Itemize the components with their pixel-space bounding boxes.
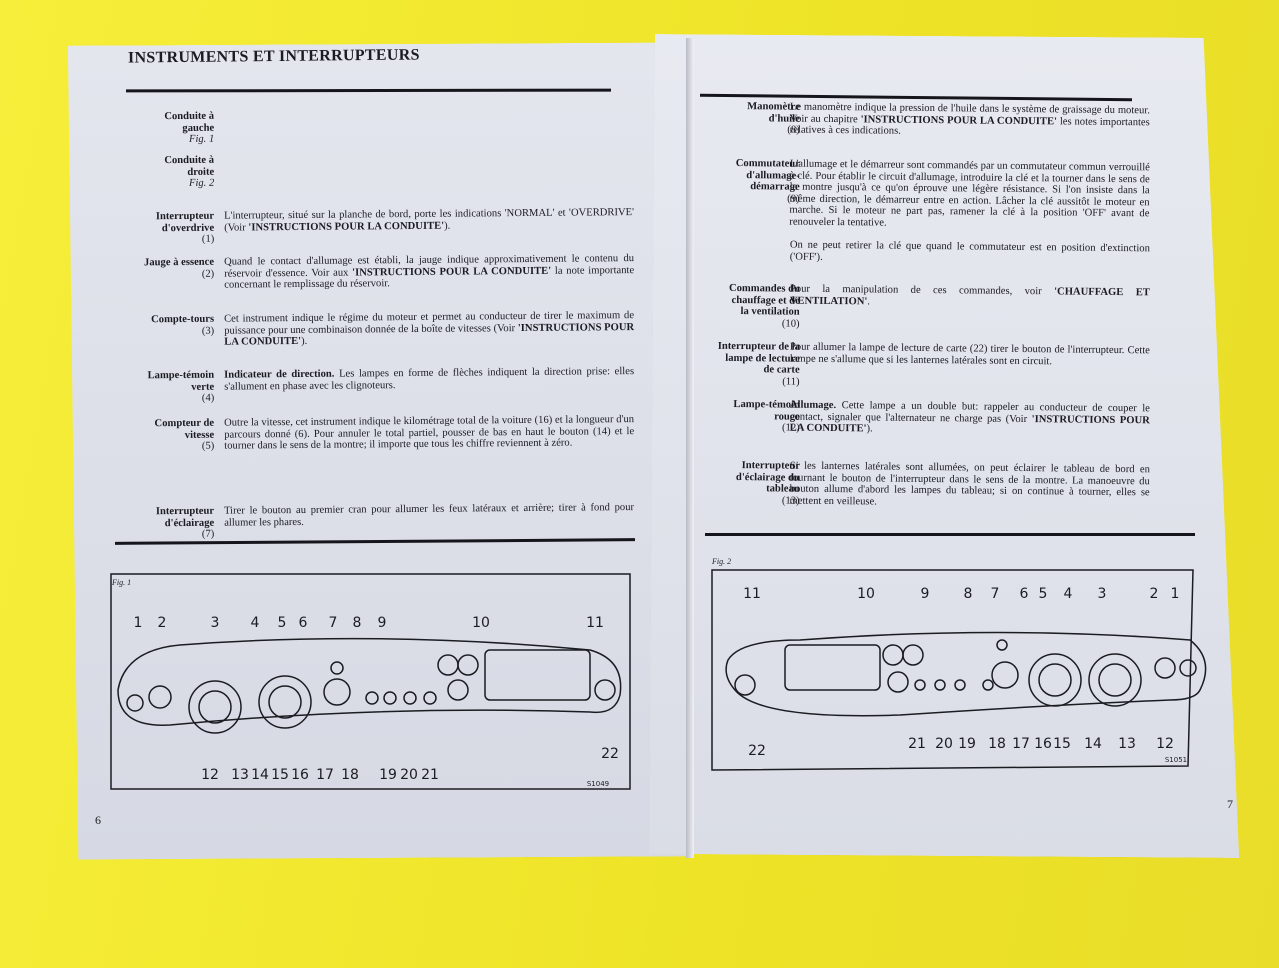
- fig2-callout-label: 3: [1098, 586, 1107, 602]
- fig1-callout-label: 18: [341, 767, 359, 783]
- fig1-callout-label: 20: [400, 767, 418, 783]
- fig1-callout-label: 5: [278, 615, 287, 631]
- fig2-callout-label: 2: [1150, 586, 1159, 602]
- fig1-caption: Fig. 1: [112, 578, 132, 587]
- fig1-glovebox: [484, 649, 591, 701]
- fig2-callout-label: 11: [743, 586, 761, 602]
- fig1-callout-label: 10: [472, 615, 490, 631]
- fig2-code: S1051: [1165, 756, 1187, 764]
- fig1-diagram: [110, 573, 631, 790]
- fig2-callout-label: 6: [1020, 586, 1029, 602]
- fig2-callout-label: 19: [958, 736, 976, 752]
- fig1-switch-1: [126, 694, 144, 712]
- fig1-callout-label: 1: [134, 615, 143, 631]
- fig1-fuel-gauge: [148, 685, 172, 709]
- fig2-tachometer: [1088, 653, 1142, 707]
- fig1-callout-label: 15: [271, 767, 289, 783]
- fig1-callout-label: 17: [316, 767, 334, 783]
- fig2-callout-label: 13: [1118, 736, 1136, 752]
- fig2-callout-label: 8: [964, 586, 973, 602]
- fig2-callout-label: 16: [1034, 736, 1052, 752]
- fig1-oil-gauge: [323, 678, 351, 706]
- fig2-oil-gauge: [991, 661, 1019, 689]
- fig2-callout-label: 5: [1039, 586, 1048, 602]
- fig1-callout-label: 16: [291, 767, 309, 783]
- fig1-code: S1049: [587, 780, 609, 788]
- fig1-callout-label: 11: [586, 615, 604, 631]
- fig2-dashboard: [725, 631, 1207, 717]
- fig2-diagram: [711, 569, 1207, 771]
- fig2-callout-label: 14: [1084, 736, 1102, 752]
- fig1-speedometer: [258, 675, 312, 729]
- fig1-callout-label: 8: [353, 615, 362, 631]
- fig2-fuel-gauge: [1154, 657, 1176, 679]
- fig2-callout-label: 18: [988, 736, 1006, 752]
- fig2-glovebox: [784, 644, 881, 691]
- booklet-fold: [686, 38, 694, 858]
- fig1-callout-label: 19: [379, 767, 397, 783]
- page-number-left: 6: [95, 813, 101, 827]
- fig1-callout-label: 9: [378, 615, 387, 631]
- fig1-frame: [110, 573, 631, 790]
- fig2-callout-label: 21: [908, 736, 926, 752]
- fig2-callout-label: 22: [748, 743, 766, 759]
- fig2-callout-label: 12: [1156, 736, 1174, 752]
- fig1-callout-label: 2: [158, 615, 167, 631]
- fig1-dashboard: [117, 637, 622, 726]
- fig2-callout-label: 10: [857, 586, 875, 602]
- fig2-speedometer: [1028, 653, 1082, 707]
- fig1-callout-label: 7: [329, 615, 338, 631]
- fig2-callout-label: 4: [1064, 586, 1073, 602]
- fig2-callout-label: 15: [1053, 736, 1071, 752]
- fig1-callout-label: 14: [251, 767, 269, 783]
- fig1-callout-label: 13: [231, 767, 249, 783]
- fig1-callout-label: 12: [201, 767, 219, 783]
- fig2-frame: [711, 569, 1194, 771]
- fig1-callout-label: 6: [299, 615, 308, 631]
- page-number-right: 7: [1227, 797, 1233, 811]
- fig2-callout-label: 1: [1171, 586, 1180, 602]
- fig1-callout-label: 21: [421, 767, 439, 783]
- fig2-callout-label: 17: [1012, 736, 1030, 752]
- fig2-callout-label: 9: [921, 586, 930, 602]
- fig1-callout-label: 22: [601, 746, 619, 762]
- section-rule-right: [705, 533, 1195, 536]
- fig2-callout-label: 20: [935, 736, 953, 752]
- fig1-tachometer: [188, 680, 242, 734]
- fig2-callout-label: 7: [991, 586, 1000, 602]
- fig1-callout-label: 4: [251, 615, 260, 631]
- fig2-caption: Fig. 2: [712, 557, 732, 566]
- fig1-callout-label: 3: [211, 615, 220, 631]
